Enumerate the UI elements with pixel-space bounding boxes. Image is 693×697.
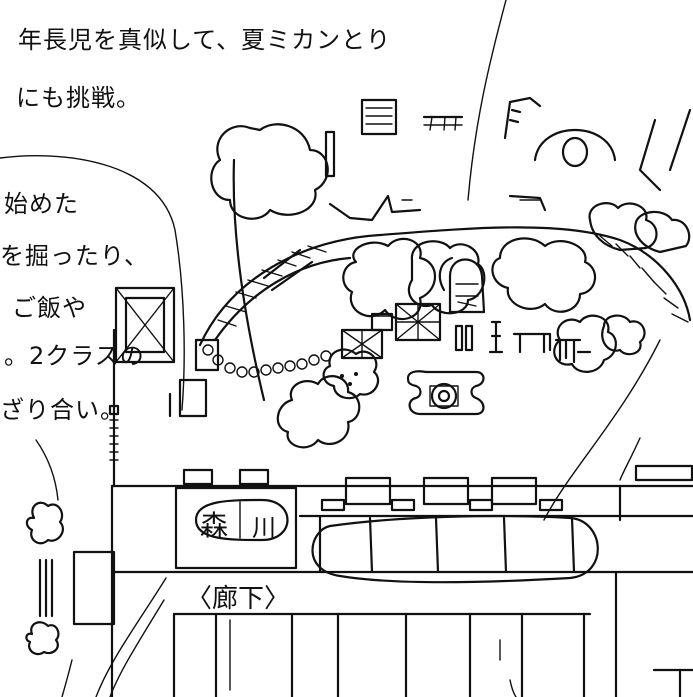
note-left-line2: を掘ったり、 — [0, 242, 150, 270]
note-left-line3: ご飯や — [12, 294, 87, 322]
side-building — [72, 550, 116, 626]
cubby — [344, 476, 392, 506]
hill-outline — [198, 226, 692, 347]
note-left-line1: 始めた — [4, 190, 79, 218]
bush-icon — [601, 314, 646, 356]
bench-icon — [422, 115, 464, 131]
room-oval — [194, 498, 289, 542]
tree-trunk — [638, 118, 662, 192]
pointer-line — [619, 437, 641, 481]
post — [454, 324, 464, 352]
sandbox — [406, 370, 485, 416]
box — [178, 378, 208, 418]
boundary-line — [0, 154, 185, 411]
tire-chain — [202, 344, 332, 378]
cubby — [538, 498, 564, 512]
dome-icon — [533, 129, 617, 162]
tree-icon — [210, 123, 329, 220]
room-label-kawa: 川 — [252, 514, 276, 542]
tree-icon — [25, 621, 60, 656]
cubby — [390, 498, 416, 512]
post — [464, 324, 474, 352]
flag-box — [114, 286, 176, 364]
bush-icon — [491, 237, 596, 313]
room-label-mori: 森 — [200, 509, 229, 542]
cubby — [490, 476, 538, 506]
pointer-line — [95, 577, 167, 697]
cubby — [320, 498, 346, 512]
cubby — [182, 468, 214, 486]
bush-icon — [342, 237, 436, 320]
bush-icon — [553, 314, 617, 373]
highlight-oval — [311, 514, 599, 584]
note-top-line1: 年長児を真似して、夏ミカンとり — [18, 26, 392, 54]
cubby — [238, 468, 270, 486]
bush-icon — [276, 375, 361, 449]
note-top-line2: にも挑戦。 — [16, 84, 141, 112]
tower-icon — [448, 258, 486, 314]
slide-icon — [503, 96, 542, 140]
bars — [512, 332, 552, 354]
corridor-label: 〈廊下〉 — [186, 584, 291, 614]
cubby — [422, 476, 470, 506]
room-mori-kawa — [174, 486, 298, 570]
bush-icon — [588, 202, 658, 252]
tree-icon — [25, 501, 64, 545]
pointer-line — [109, 599, 165, 697]
note-left-line5: ざり合い。 — [0, 396, 125, 424]
fence — [328, 194, 547, 222]
boundary-line — [467, 0, 507, 201]
bush-icon — [634, 210, 691, 254]
shelf-icon — [360, 98, 398, 136]
stairs-left — [217, 245, 327, 327]
bush-icon — [322, 348, 380, 400]
bars — [554, 338, 592, 364]
bench-icon — [634, 464, 693, 482]
post — [488, 320, 504, 354]
cubby — [468, 498, 494, 512]
pointer-line — [543, 339, 661, 521]
